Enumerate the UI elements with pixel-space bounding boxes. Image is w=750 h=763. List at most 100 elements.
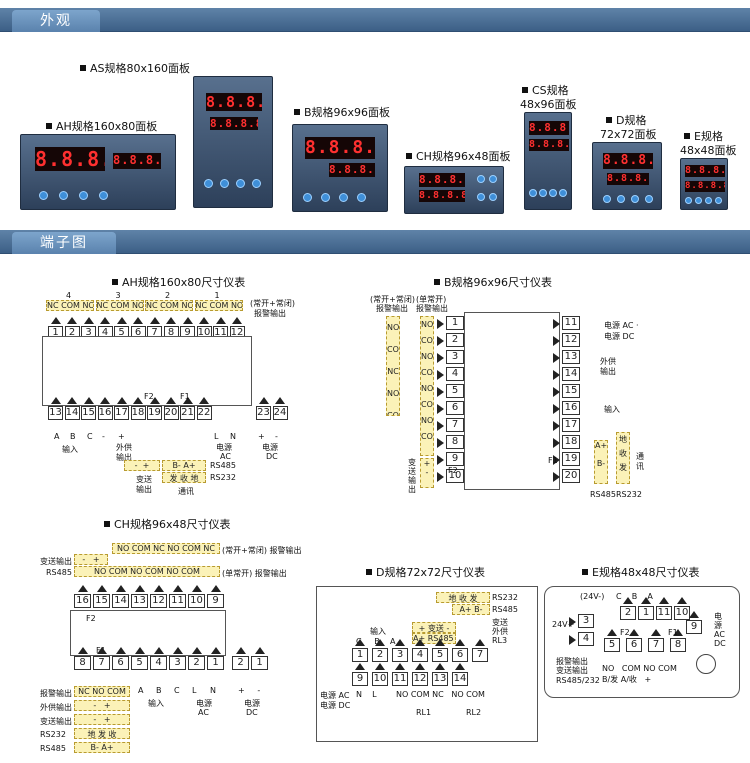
d-diagram-title: D规格72x72尺寸仪表 — [366, 564, 485, 580]
b-ext-2: 输出 — [600, 367, 616, 376]
ch-dc-plus: + - — [238, 686, 261, 695]
terminal-11: 11 — [656, 606, 672, 620]
terminal-13: 13 — [432, 672, 448, 686]
as-button[interactable] — [220, 179, 229, 188]
as-button[interactable] — [252, 179, 261, 188]
ah-input: 输入 — [62, 445, 78, 454]
ch-rs232: RS232 — [40, 730, 66, 739]
ch-alarm: 报警输出 — [40, 689, 72, 698]
terminal-screw-icon — [437, 472, 444, 482]
terminal-screw-icon — [149, 397, 160, 404]
terminal-screw-icon — [375, 639, 385, 646]
ch-button[interactable] — [489, 193, 497, 201]
terminal-screw-icon — [553, 455, 560, 465]
terminal-banner: 端子图 — [0, 230, 750, 254]
ch-trans2-tag: - + — [74, 714, 130, 725]
terminal-screw-icon — [569, 635, 576, 645]
terminal-8: 8 — [74, 656, 91, 670]
ch-alarm-tag: NC NO COM — [74, 686, 130, 697]
label-d-size: 72x72面板 — [600, 128, 657, 141]
cs-button[interactable] — [559, 189, 567, 197]
terminal-screw-icon — [254, 647, 265, 654]
terminal-13: 13 — [562, 350, 580, 364]
label-ch: CH规格96x48面板 — [406, 148, 510, 164]
terminal-screw-icon — [232, 317, 242, 324]
terminal-screw-icon — [437, 336, 444, 346]
terminal-18: 18 — [562, 435, 580, 449]
cs-button[interactable] — [549, 189, 557, 197]
e-button[interactable] — [695, 197, 702, 204]
as-button[interactable] — [204, 179, 213, 188]
terminal-screw-icon — [83, 397, 94, 404]
label-as: AS规格80x160面板 — [80, 60, 190, 76]
terminal-15: 15 — [562, 384, 580, 398]
e-alarm: 报警输出 — [556, 657, 588, 666]
cs-sub-display: 8.8.8.8 — [529, 139, 569, 151]
label-b: B规格96x96面板 — [294, 104, 390, 120]
ch-power-ac-1: 电源 — [196, 699, 212, 708]
ch-button[interactable] — [477, 175, 485, 183]
d-button[interactable] — [631, 195, 639, 203]
d-sub-display: 8.8.8.8 — [607, 173, 649, 185]
b-button[interactable] — [357, 193, 366, 202]
ah-relay-group-number: 4 — [66, 291, 72, 300]
b-note-1: (常开+常闭) — [370, 295, 415, 304]
cs-button[interactable] — [539, 189, 547, 197]
d-button[interactable] — [617, 195, 625, 203]
ch-trans2: 变送输出 — [40, 717, 72, 726]
b-button[interactable] — [303, 193, 312, 202]
e-button[interactable] — [715, 197, 722, 204]
b-note-3: (单常开) — [416, 295, 447, 304]
terminal-4: 4 — [446, 367, 464, 381]
terminal-2: 2 — [620, 606, 636, 620]
ah-n: N — [230, 432, 236, 441]
e-power: 电源 AC DC — [714, 612, 726, 648]
ah-button[interactable] — [59, 191, 68, 200]
ch-button[interactable] — [489, 175, 497, 183]
b-ext-1: 外供 — [600, 357, 616, 366]
terminal-screw-icon — [415, 639, 425, 646]
e-button[interactable] — [685, 197, 692, 204]
terminal-screw-icon — [455, 639, 465, 646]
terminal-screw-icon — [437, 370, 444, 380]
d-button[interactable] — [645, 195, 653, 203]
panel-ch: 8.8.8.8 8.8.8.8 — [404, 166, 504, 214]
ah-button[interactable] — [39, 191, 48, 200]
ch-rs232-tag: 地 发 收 — [74, 728, 130, 739]
ah-button[interactable] — [79, 191, 88, 200]
as-button[interactable] — [236, 179, 245, 188]
ch-button[interactable] — [477, 193, 485, 201]
terminal-1: 1 — [251, 656, 268, 670]
terminal-11: 11 — [169, 594, 186, 608]
b-button[interactable] — [321, 193, 330, 202]
terminal-14: 14 — [64, 406, 80, 420]
terminal-screw-icon — [172, 585, 183, 592]
cs-button[interactable] — [529, 189, 537, 197]
label-cs: CS规格 — [522, 82, 569, 98]
terminal-screw-icon — [50, 317, 61, 324]
terminal-screw-icon — [437, 387, 444, 397]
terminal-screw-icon — [199, 317, 209, 324]
panel-cs: 8.8.8.8 8.8.8.8 — [524, 112, 572, 210]
terminal-10: 10 — [188, 594, 205, 608]
terminal-15: 15 — [81, 406, 96, 420]
e-frame — [544, 586, 740, 698]
terminal-12: 12 — [562, 333, 580, 347]
terminal-screw-icon — [553, 336, 560, 346]
ch-diagram-title: CH规格96x48尺寸仪表 — [104, 516, 230, 532]
ah-relay-group-3: NC COM NO — [95, 300, 144, 311]
ch-rs485b-tag: B- A+ — [74, 742, 130, 753]
terminal-screw-icon — [375, 663, 385, 670]
b-button[interactable] — [339, 193, 348, 202]
d-trans-2: 外供 — [492, 627, 508, 636]
d-button[interactable] — [603, 195, 611, 203]
e-button[interactable] — [705, 197, 712, 204]
terminal-screw-icon — [215, 317, 226, 324]
ah-button[interactable] — [99, 191, 108, 200]
terminal-screw-icon — [210, 585, 221, 592]
terminal-title: 端子图 — [12, 232, 116, 254]
d-rs232: RS232 — [492, 593, 518, 602]
terminal-screw-icon — [553, 353, 560, 363]
terminal-screw-icon — [569, 617, 576, 627]
terminal-screw-icon — [191, 585, 202, 592]
